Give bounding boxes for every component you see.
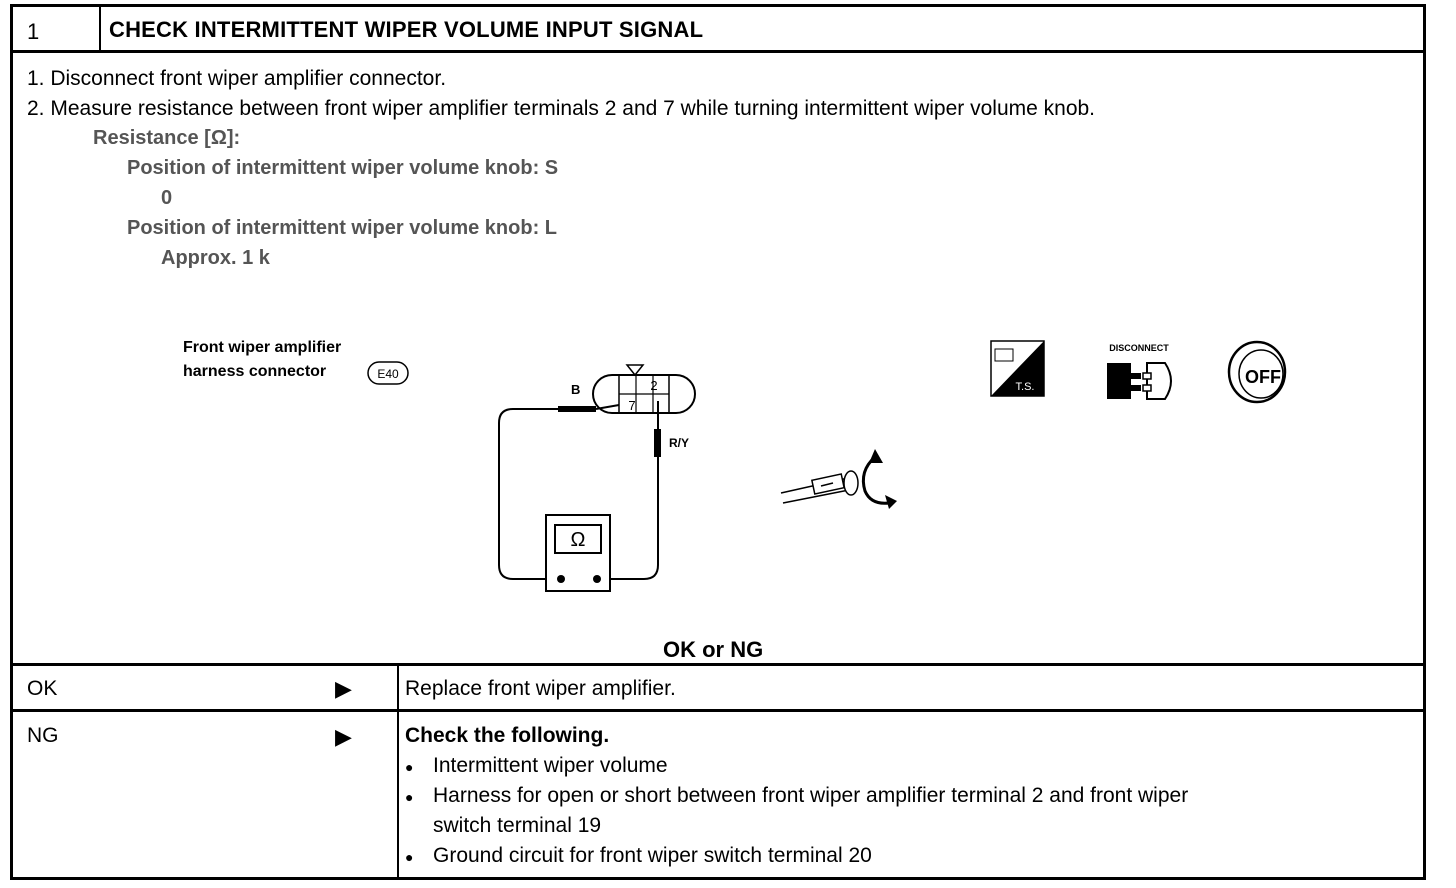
ok-arrow-icon: ▶ [335,676,352,701]
bullet-icon: ● [405,789,414,805]
step-number: 1 [13,7,101,50]
result-row-ok: OK ▶ Replace front wiper amplifier. [13,666,1423,712]
connector-label-line2: harness connector [183,363,327,380]
wire-ry-label: R/Y [669,436,689,450]
meter-symbol: Ω [571,529,586,551]
wiring-diagram: E40 2 7 B R/Y [367,340,1287,592]
terminal-2-label: 2 [650,378,657,393]
off-label: OFF [1245,367,1281,387]
result-prompt: OK or NG [663,637,764,662]
wiper-volume-knob-icon [780,449,897,509]
probe-b [558,406,596,412]
position-l-label: Position of intermittent wiper volume kn… [127,217,558,239]
disconnect-icon: DISCONNECT [1107,343,1172,400]
ok-label: OK [27,677,58,700]
resistance-label: Resistance [Ω]: [93,127,241,149]
procedure-section: 1. Disconnect front wiper amplifier conn… [13,53,1423,666]
step-header: 1 CHECK INTERMITTENT WIPER VOLUME INPUT … [13,7,1423,53]
ts-label: T.S. [1016,381,1035,393]
ng-action-title: Check the following. [405,724,610,747]
ok-action: Replace front wiper amplifier. [405,677,676,700]
column-divider [397,666,399,709]
test-lead-b [498,408,559,580]
connector-body: 2 7 [592,364,696,414]
position-s-label: Position of intermittent wiper volume kn… [127,157,559,179]
procedure-step-1: 1. Disconnect front wiper amplifier conn… [27,67,447,90]
ng-item: ●Harness for open or short between front… [405,784,1189,807]
position-s-value: 0 [161,187,173,209]
test-lead-ry [597,457,659,580]
bullet-icon: ● [405,759,414,775]
connector-id: E40 [377,367,399,381]
ng-item: ●Intermittent wiper volume [405,754,668,777]
ts-icon: T.S. [990,340,1045,397]
probe-ry [654,429,661,457]
terminal-7-label: 7 [628,398,635,413]
procedure-step-2: 2. Measure resistance between front wipe… [27,97,1096,120]
disconnect-label: DISCONNECT [1109,343,1169,353]
position-l-value: Approx. 1 k [161,247,270,269]
connector-id-badge: E40 [367,361,409,385]
ng-label: NG [27,724,59,747]
result-row-ng: NG ▶ Check the following. ●Intermittent … [13,712,1423,877]
ng-item-continuation: switch terminal 19 [433,814,602,837]
ng-item: ●Ground circuit for front wiper switch t… [405,844,872,867]
ignition-off-icon: OFF [1227,340,1287,404]
wire-b-label: B [571,382,580,397]
step-title: CHECK INTERMITTENT WIPER VOLUME INPUT SI… [109,17,704,42]
ohmmeter-icon: Ω [545,514,611,592]
column-divider [397,712,399,877]
diagnostic-step-table: 1 CHECK INTERMITTENT WIPER VOLUME INPUT … [10,4,1426,880]
bullet-icon: ● [405,849,414,865]
connector-label-line1: Front wiper amplifier [183,339,342,356]
ng-arrow-icon: ▶ [335,724,352,749]
